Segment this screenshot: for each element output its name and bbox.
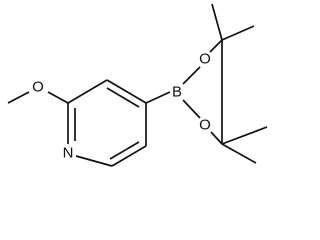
bond-o-bottom-c (210, 131, 223, 145)
atom-n: N (63, 145, 74, 162)
molecule-diagram: N O B O O (7, 3, 268, 167)
atom-o-ring-bottom: O (199, 117, 211, 134)
bond-c5-c6 (111, 145, 147, 167)
atom-labels: N O B O O (32, 51, 211, 162)
bond-c2-c3 (67, 79, 108, 104)
bond-o-top-c (209, 39, 223, 53)
bond-c3-c4 (106, 79, 147, 104)
bond-c4-b (145, 91, 171, 104)
bonds (7, 3, 268, 167)
bond-methyl-1 (211, 3, 223, 41)
bond-c5-c6-inner (109, 141, 140, 160)
atom-o-methoxy: O (32, 79, 44, 96)
atom-o-ring-top: O (199, 51, 211, 68)
atom-b: B (172, 84, 182, 101)
bond-methyl-3 (221, 143, 257, 164)
bond-b-o-top (182, 66, 201, 85)
bond-methyl-4 (221, 126, 268, 145)
bond-b-o-bottom (182, 99, 201, 119)
bond-c3-c4-inner (106, 87, 140, 108)
bond-methyl-2 (221, 25, 255, 41)
bond-c6-n (75, 155, 113, 167)
bond-methyl-o (7, 91, 30, 104)
bond-o-c2 (47, 91, 69, 104)
